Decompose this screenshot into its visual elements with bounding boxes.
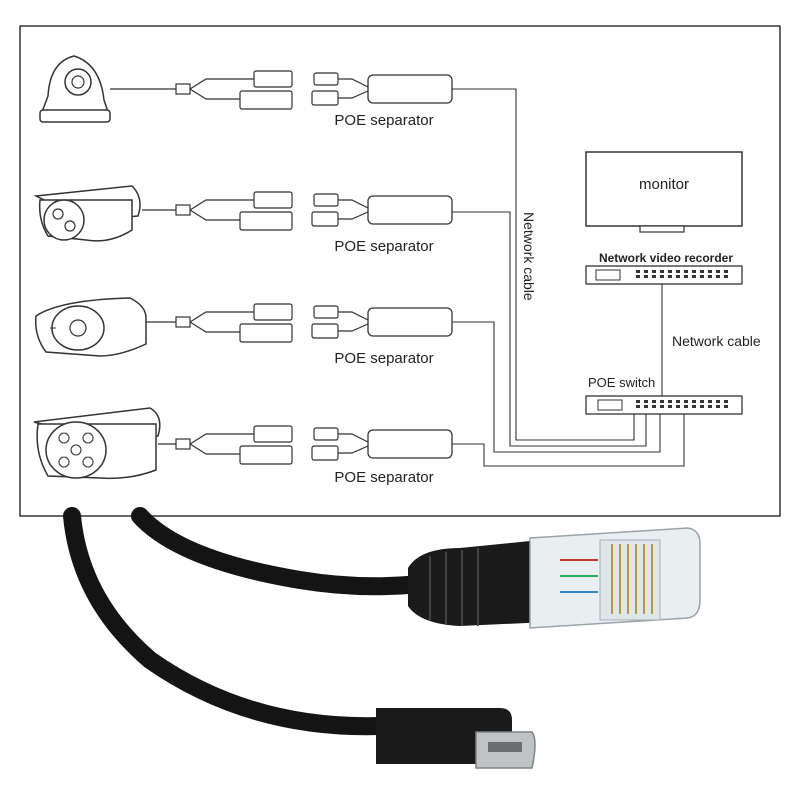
rj45-cable (131, 507, 429, 596)
pigtail-1 (110, 70, 293, 110)
network-wiring (452, 88, 685, 467)
poe-separator-2 (311, 193, 453, 227)
poe-switch-icon (585, 395, 743, 415)
monitor-label: monitor (639, 176, 689, 193)
poe-separator-1 (311, 72, 453, 106)
camera-pigtails (110, 70, 293, 465)
monitor-icon (585, 151, 743, 233)
pigtail-3 (146, 303, 293, 343)
poe-switch-label: POE switch (588, 375, 655, 390)
product-photo (63, 507, 701, 769)
poe-separator-4 (311, 427, 453, 461)
pigtail-2 (142, 191, 293, 231)
rj45-connector-icon (408, 527, 701, 629)
separator-label-1: POE separator (334, 112, 433, 129)
bullet-camera-icon (33, 185, 141, 242)
network-cable-vertical-label: Network cable (521, 212, 537, 301)
micro-usb-connector-icon (376, 708, 536, 769)
separator-label-3: POE separator (334, 350, 433, 367)
array-bullet-camera-icon (33, 407, 161, 480)
nvr-device-icon (585, 265, 743, 285)
separator-label-4: POE separator (334, 469, 433, 486)
network-cable-horizontal-label: Network cable (672, 333, 761, 349)
dome-camera-icon (39, 55, 111, 123)
micro-usb-cable (63, 507, 389, 736)
nvr-label: Network video recorder (599, 251, 733, 265)
pigtail-4 (158, 425, 293, 465)
box-camera-icon (34, 297, 147, 357)
separator-label-2: POE separator (334, 238, 433, 255)
